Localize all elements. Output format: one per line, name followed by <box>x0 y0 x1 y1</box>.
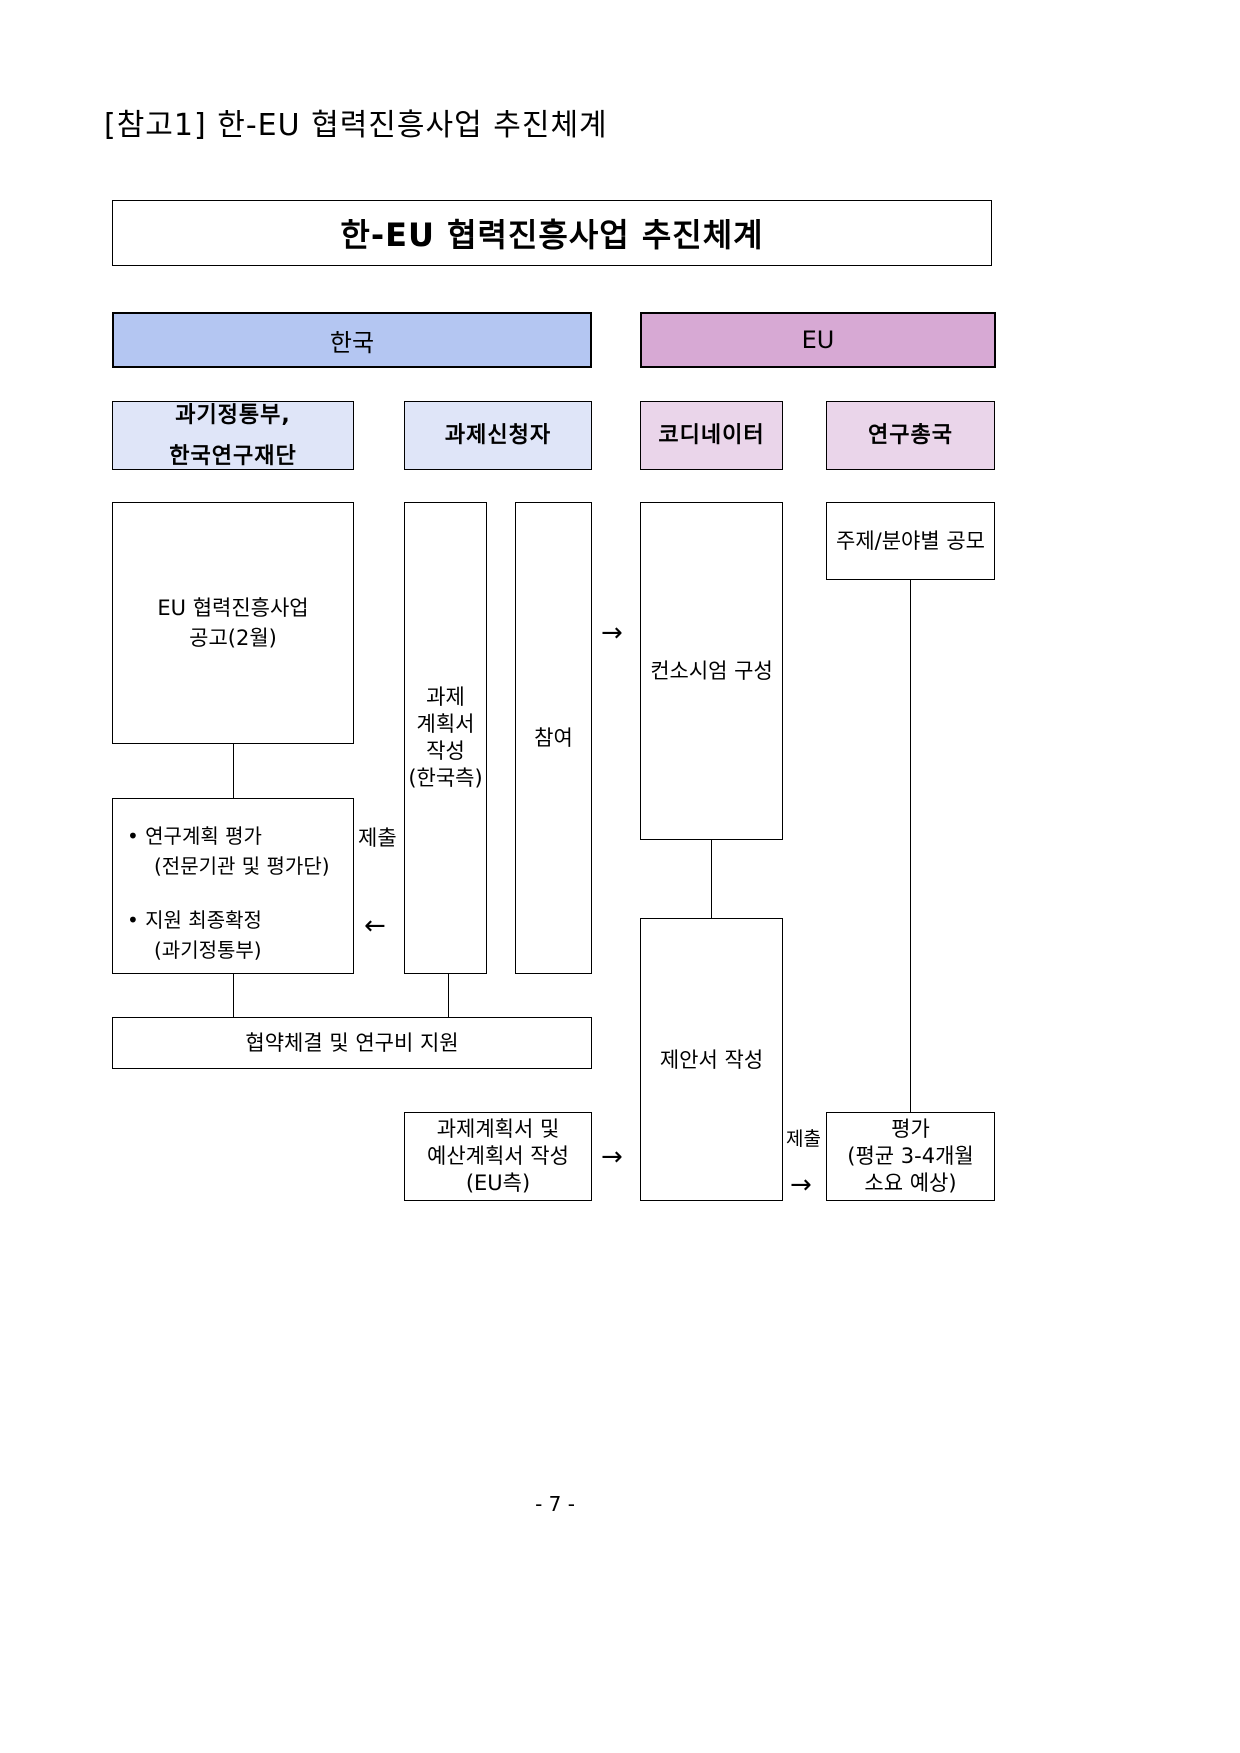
diagram-title: 한-EU 협력진흥사업 추진체계 <box>112 200 992 266</box>
eval-item1-sub: (전문기관 및 평가단) <box>154 854 330 878</box>
announcement-line1: EU 협력진흥사업 <box>157 596 309 620</box>
announcement-box: EU 협력진흥사업 공고(2월) <box>112 502 354 744</box>
research-dg-actor: 연구총국 <box>826 401 995 470</box>
eu-plan-line3: (EU측) <box>465 1171 531 1195</box>
agreement-box: 협약체결 및 연구비 지원 <box>112 1017 592 1069</box>
eu-plan-line1: 과제계획서 및 <box>436 1117 560 1141</box>
arrow-right-to-evaluation: → <box>790 1170 812 1200</box>
proposal-box: 제안서 작성 <box>640 918 783 1201</box>
plan-line1: 과제 <box>426 685 465 709</box>
page-number: - 7 - <box>535 1492 575 1516</box>
applicant-actor: 과제신청자 <box>404 401 592 470</box>
submit-label-korea: 제출 <box>358 826 397 850</box>
arrow-left-to-eval: ← <box>364 911 386 941</box>
eval-item2-sub: (과기정통부) <box>154 938 262 962</box>
connector-announcement-eval <box>233 744 234 798</box>
plan-line2: 계획서 <box>416 712 475 736</box>
consortium-box: 컨소시엄 구성 <box>640 502 783 840</box>
eval-item2: • 지원 최종확정 <box>127 908 262 932</box>
arrow-right-to-consortium: → <box>601 618 623 648</box>
submit-label-eu: 제출 <box>786 1128 821 1150</box>
korea-header: 한국 <box>112 312 592 368</box>
coordinator-actor: 코디네이터 <box>640 401 783 470</box>
evaluation-line2: (평균 3-4개월 <box>847 1144 974 1168</box>
plan-line4: (한국측) <box>408 766 483 790</box>
connector-consortium-proposal <box>711 840 712 918</box>
eu-plan-line2: 예산계획서 작성 <box>427 1144 569 1168</box>
announcement-line2: 공고(2월) <box>189 626 277 650</box>
msit-label: 과기정통부, <box>175 402 291 428</box>
connector-plan-agreement <box>448 974 449 1017</box>
participation-box: 참여 <box>515 502 592 974</box>
evaluation-line1: 평가 <box>891 1117 930 1141</box>
eval-item1: • 연구계획 평가 <box>127 824 262 848</box>
plan-writing-box: 과제 계획서 작성 (한국측) <box>404 502 487 974</box>
nrf-label: 한국연구재단 <box>169 443 297 469</box>
page-heading: [참고1] 한-EU 협력진흥사업 추진체계 <box>104 108 608 143</box>
connector-eval-agreement <box>233 974 234 1017</box>
evaluation-line3: 소요 예상) <box>864 1171 957 1195</box>
evaluation-confirm-box: • 연구계획 평가 (전문기관 및 평가단) • 지원 최종확정 (과기정통부) <box>112 798 354 974</box>
eu-evaluation-box: 평가 (평균 3-4개월 소요 예상) <box>826 1112 995 1201</box>
connector-call-evaluation <box>910 580 911 1112</box>
eu-plan-box: 과제계획서 및 예산계획서 작성 (EU측) <box>404 1112 592 1201</box>
topic-call-box: 주제/분야별 공모 <box>826 502 995 580</box>
plan-line3: 작성 <box>426 739 465 763</box>
eu-header: EU <box>640 312 996 368</box>
arrow-right-to-proposal: → <box>601 1142 623 1172</box>
msit-nrf-actor: 과기정통부, 한국연구재단 <box>112 401 354 470</box>
